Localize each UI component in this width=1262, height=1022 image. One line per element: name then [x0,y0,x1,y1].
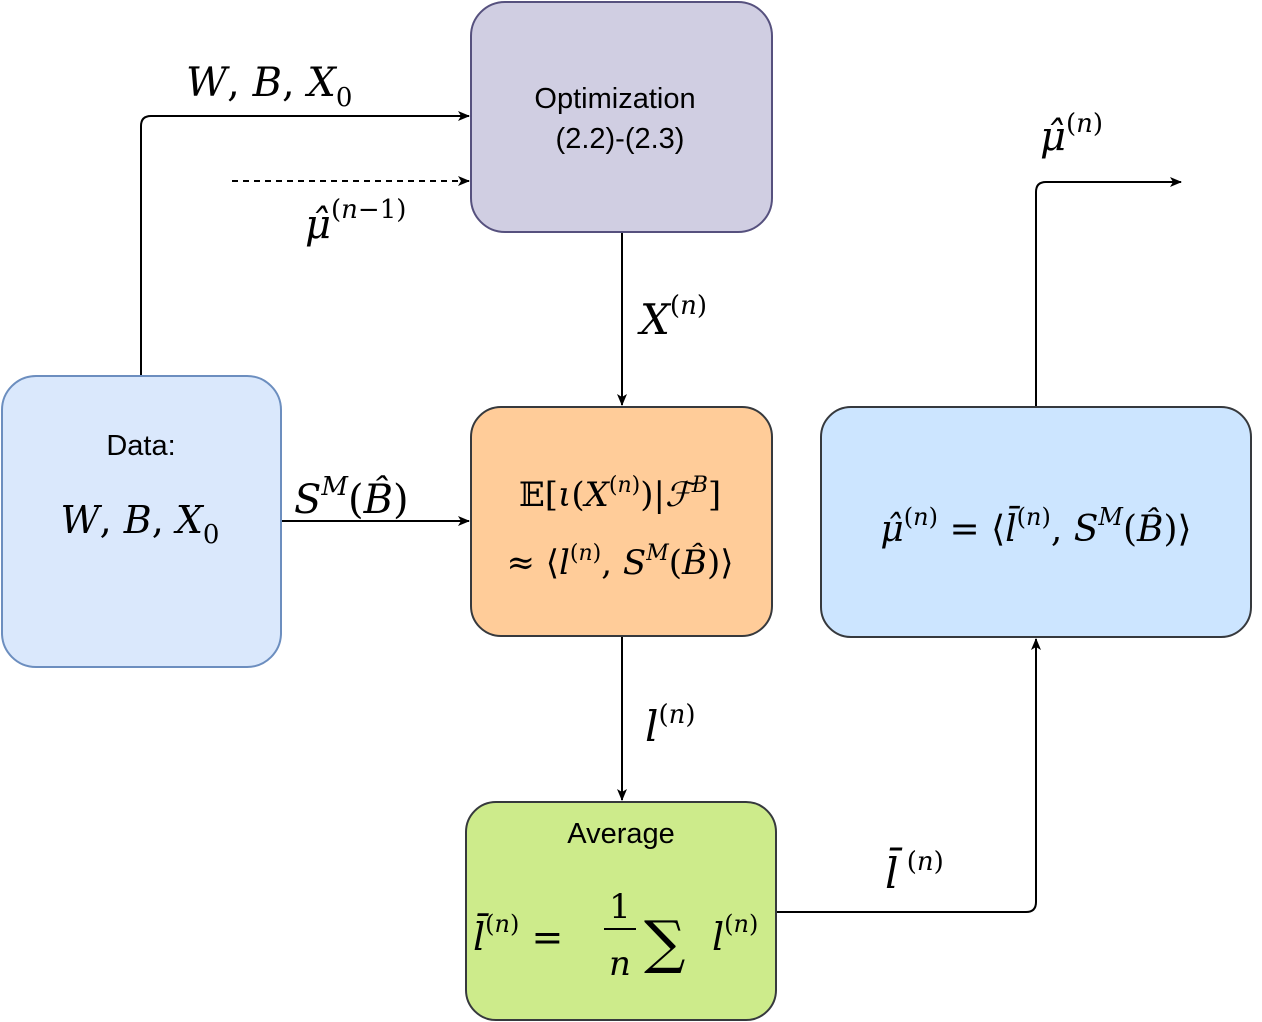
average-box [465,801,777,1021]
edge-estimate-output [1035,177,1182,407]
svg-text:l̄(n) =: l̄(n) = [473,910,563,959]
svg-text:n: n [609,944,631,984]
edge-data-to-optimization [140,111,470,376]
edge-average-to-estimate [776,638,1041,913]
expectation-box-line2: ≈ ⟨l(n), SM(B̂)⟩ [506,541,733,583]
optimization-box [470,1,773,233]
expectation-box-line1: 𝔼[ι(X(n))|ℱB] [519,473,721,515]
edge-label-x-n: X(n) [637,291,707,344]
data-box-content: W, B, X0 [61,498,220,550]
edge-label-l-bar-n: l̄ (n) [885,846,944,898]
svg-text:l(n): l(n) [712,910,758,959]
edge-label-l-n: l(n) [645,700,696,751]
expectation-box [470,406,773,637]
edge-label-signature: SM(B̂) [294,472,409,523]
optimization-box-subtitle: (2.2)-(2.3) [556,123,685,155]
edge-label-estimate-output: μ̂(n) [1040,109,1103,160]
data-box-title: Data: [106,430,175,462]
svg-text:1: 1 [609,887,631,927]
optimization-box-title: Optimization [534,83,695,115]
estimate-box [820,406,1252,638]
edge-label-w-b-x0: W, B, X0 [186,60,352,113]
data-box [1,375,282,668]
average-box-formula: l̄(n) = 1 n ∑ l(n) [473,887,758,984]
average-box-title: Average [567,818,675,850]
edge-label-previous-estimate: μ̂(n−1) [305,195,406,248]
svg-text:∑: ∑ [644,908,685,976]
edges [140,111,1182,913]
